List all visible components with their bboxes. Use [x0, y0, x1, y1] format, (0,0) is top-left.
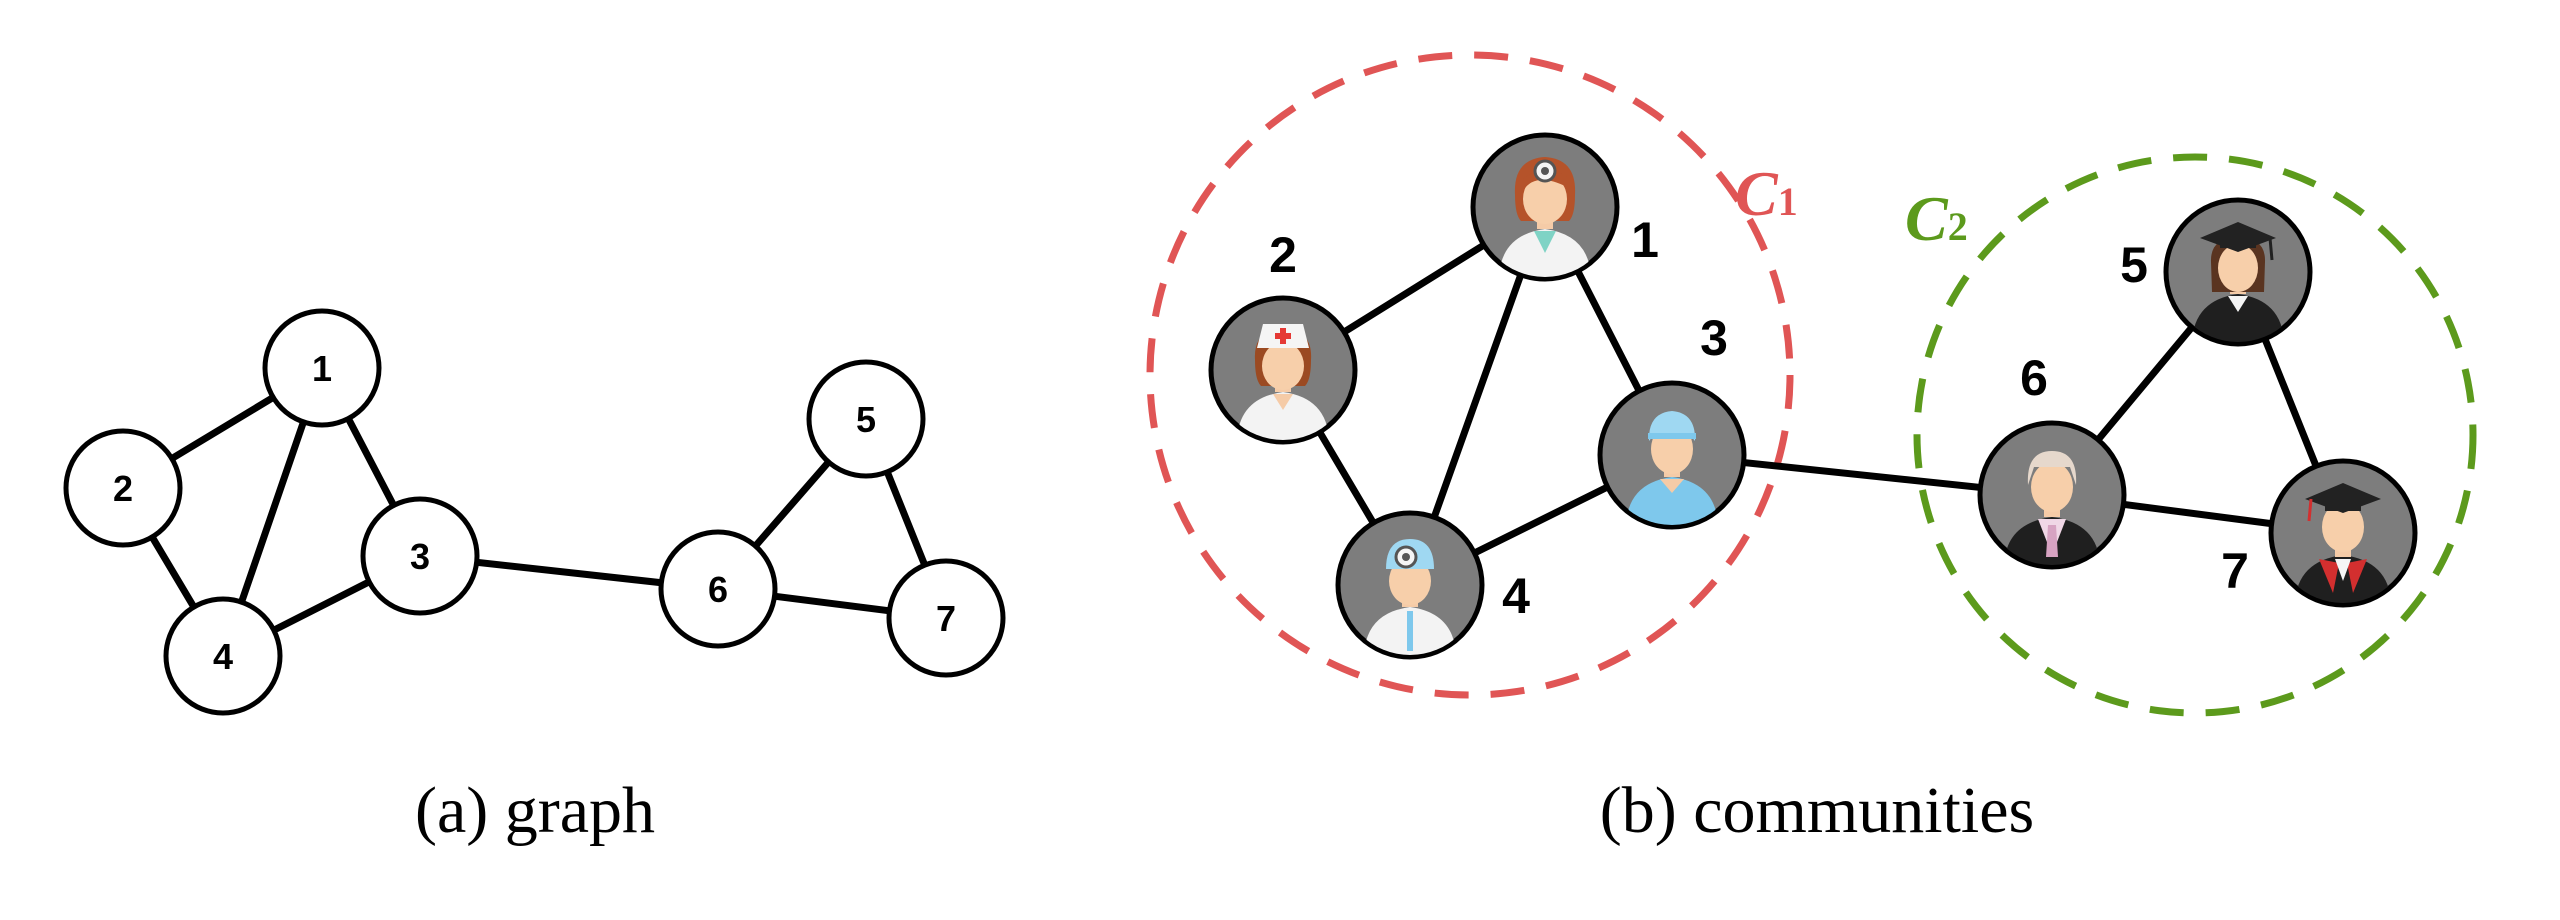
judge-icon [2004, 451, 2100, 565]
doctor-male-icon [1626, 411, 1718, 525]
community-node-5: 5 [2120, 197, 2313, 347]
graph-node-label: 1 [312, 348, 332, 389]
graph-node-label: 2 [113, 468, 133, 509]
node-number: 6 [2020, 350, 2048, 406]
surgeon-icon [1364, 539, 1456, 655]
graph-node-2: 2 [63, 428, 183, 548]
node-number: 3 [1700, 310, 1728, 366]
node-number: 1 [1631, 212, 1659, 268]
community-node-2: 2 [1208, 227, 1358, 445]
graduate-female-icon [2192, 222, 2284, 342]
graph-node-1: 1 [262, 308, 382, 428]
graph-node-label: 5 [856, 399, 876, 440]
community-c1-label: C1 [1735, 158, 1798, 229]
community-node-1: 1 [1470, 132, 1659, 282]
graph-node-label: 3 [410, 536, 430, 577]
graph-node-label: 7 [936, 598, 956, 639]
community-node-4: 4 [1335, 510, 1530, 660]
graph-node-6: 6 [658, 529, 778, 649]
node-number: 4 [1502, 568, 1530, 624]
doctor-female-icon [1499, 157, 1591, 277]
graph-node-5: 5 [806, 359, 926, 479]
node-number: 5 [2120, 237, 2148, 293]
panel-b-communities: C1 C2 1 [1146, 51, 2477, 847]
nurse-icon [1237, 324, 1329, 440]
panel-a-graph: 1 2 3 4 5 6 7 (a) graph [63, 308, 1006, 847]
community-c1-boundary [1146, 51, 1794, 699]
community-node-6: 6 [1977, 350, 2127, 570]
graph-node-4: 4 [163, 596, 283, 716]
caption-a: (a) graph [415, 774, 655, 847]
graph-node-7: 7 [886, 558, 1006, 678]
community-c2-label: C2 [1905, 183, 1968, 254]
node-number: 7 [2221, 543, 2249, 599]
caption-b: (b) communities [1600, 774, 2034, 847]
community-c2-boundary [1913, 153, 2477, 717]
node-number: 2 [1269, 227, 1297, 283]
community-node-3: 3 [1597, 310, 1747, 530]
graduate-male-icon [2295, 483, 2391, 603]
community-node-7: 7 [2221, 458, 2418, 608]
graph-node-3: 3 [360, 496, 480, 616]
graph-node-label: 4 [213, 636, 233, 677]
graph-node-label: 6 [708, 569, 728, 610]
